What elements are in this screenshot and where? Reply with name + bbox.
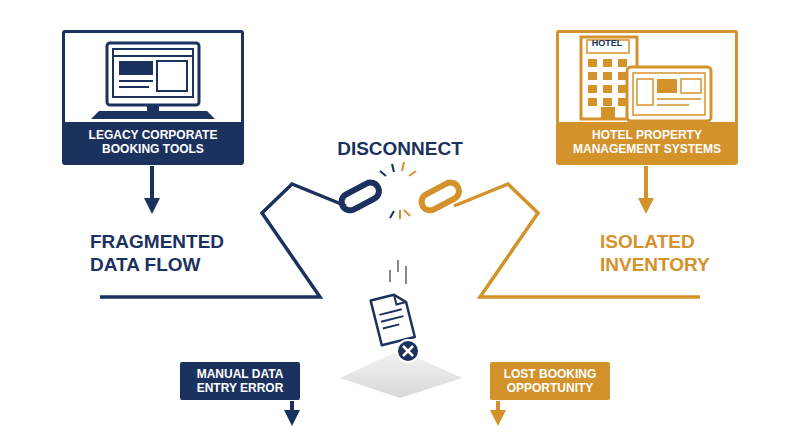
effect-label: ISOLATED INVENTORY	[600, 230, 780, 276]
broken-chain	[339, 162, 462, 219]
effect-label: FRAGMENTED DATA FLOW	[90, 230, 270, 276]
node-text: MANUAL DATA ENTRY ERROR	[188, 367, 292, 395]
node-text: HOTEL PROPERTY MANAGEMENT SYSTEMS	[565, 128, 729, 156]
node-text: LOST BOOKING OPPORTUNITY	[498, 367, 602, 395]
down-arrow	[496, 401, 500, 418]
sign-text: HOTEL	[584, 38, 630, 49]
down-arrow	[150, 166, 154, 206]
problem-box: LOST BOOKING OPPORTUNITY	[490, 362, 610, 400]
node-text: LEGACY CORPORATE BOOKING TOOLS	[71, 128, 235, 156]
problem-box: MANUAL DATA ENTRY ERROR	[180, 362, 300, 400]
title-band: HOTEL PROPERTY MANAGEMENT SYSTEMS	[559, 122, 735, 162]
system-box: HOTEL PROPERTY MANAGEMENT SYSTEMS	[556, 30, 738, 165]
lost-document	[340, 260, 462, 398]
icon	[559, 33, 735, 122]
system-box: LEGACY CORPORATE BOOKING TOOLS	[62, 30, 244, 165]
down-arrow	[644, 166, 648, 206]
title-band: LEGACY CORPORATE BOOKING TOOLS	[65, 122, 241, 162]
icon	[65, 33, 241, 122]
heading-label: DISCONNECT	[300, 137, 500, 160]
down-arrow	[290, 401, 294, 418]
